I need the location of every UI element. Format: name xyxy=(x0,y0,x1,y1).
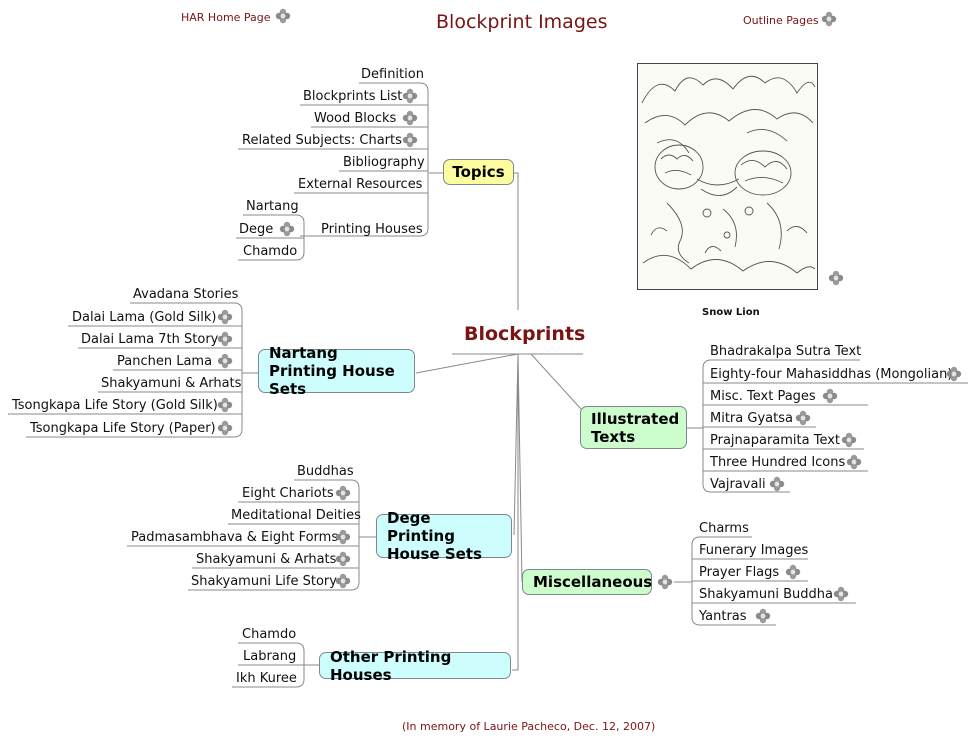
link-icon[interactable] xyxy=(402,110,418,126)
link-icon[interactable] xyxy=(833,586,849,602)
other-labrang[interactable]: Labrang xyxy=(243,649,297,664)
topic-bibliography[interactable]: Bibliography xyxy=(343,155,425,170)
link-icon[interactable] xyxy=(217,309,233,325)
link-icon[interactable] xyxy=(657,574,673,590)
other-ikh-kuree[interactable]: Ikh Kuree xyxy=(236,671,297,686)
link-icon[interactable] xyxy=(217,397,233,413)
nartang-panchen[interactable]: Panchen Lama xyxy=(117,354,213,369)
nartang-tsongkapa-paper[interactable]: Tsongkapa Life Story (Paper) xyxy=(30,421,216,436)
illus-bhadrakalpa[interactable]: Bhadrakalpa Sutra Text xyxy=(710,344,862,359)
snow-lion-image[interactable] xyxy=(637,63,818,290)
link-icon[interactable] xyxy=(828,270,844,286)
topics-node[interactable]: Topics xyxy=(443,159,514,185)
misc-yantras[interactable]: Yantras xyxy=(699,609,747,624)
har-home-link[interactable]: HAR Home Page xyxy=(181,11,271,24)
other-houses-node[interactable]: Other Printing Houses xyxy=(319,648,511,684)
dege-eight-chariots[interactable]: Eight Chariots xyxy=(242,486,334,501)
link-icon[interactable] xyxy=(946,366,962,382)
misc-prayer-flags[interactable]: Prayer Flags xyxy=(699,565,780,580)
link-icon[interactable] xyxy=(335,573,351,589)
link-icon[interactable] xyxy=(335,529,351,545)
topic-blockprints-list[interactable]: Blockprints List xyxy=(303,89,403,104)
dege-buddhas[interactable]: Buddhas xyxy=(297,464,354,479)
printing-house-nartang[interactable]: Nartang xyxy=(246,199,299,214)
dege-shakyamuni-life[interactable]: Shakyamuni Life Story xyxy=(191,574,337,589)
link-icon[interactable] xyxy=(335,485,351,501)
topic-wood-blocks[interactable]: Wood Blocks xyxy=(314,111,397,126)
link-icon[interactable] xyxy=(217,353,233,369)
misc-shakyamuni-buddha[interactable]: Shakyamuni Buddha xyxy=(699,587,833,602)
link-icon[interactable] xyxy=(402,132,418,148)
page-title: Blockprint Images xyxy=(436,11,608,33)
link-icon[interactable] xyxy=(841,432,857,448)
link-icon[interactable] xyxy=(795,410,811,426)
nartang-tsongkapa-gold[interactable]: Tsongkapa Life Story (Gold Silk) xyxy=(12,398,218,413)
illus-vajravali[interactable]: Vajravali xyxy=(710,477,766,492)
nartang-dalai-7th[interactable]: Dalai Lama 7th Story xyxy=(81,332,219,347)
nartang-avadana[interactable]: Avadana Stories xyxy=(133,287,239,302)
topic-printing-houses[interactable]: Printing Houses xyxy=(321,222,423,237)
misc-charms[interactable]: Charms xyxy=(699,521,749,536)
memorial-footer: (In memory of Laurie Pacheco, Dec. 12, 2… xyxy=(402,720,656,733)
link-icon[interactable] xyxy=(335,551,351,567)
printing-house-chamdo[interactable]: Chamdo xyxy=(243,244,298,259)
nartang-dalai-gold[interactable]: Dalai Lama (Gold Silk) xyxy=(72,310,217,325)
link-icon[interactable] xyxy=(755,608,771,624)
link-icon[interactable] xyxy=(275,8,291,24)
illus-misc-text[interactable]: Misc. Text Pages xyxy=(710,389,816,404)
nartang-sets-node[interactable]: Nartang Printing House Sets xyxy=(258,344,415,398)
printing-house-dege[interactable]: Dege xyxy=(239,222,274,237)
image-caption: Snow Lion xyxy=(702,307,760,318)
illus-mitra-gyatsa[interactable]: Mitra Gyatsa xyxy=(710,411,793,426)
link-icon[interactable] xyxy=(821,11,837,27)
link-icon[interactable] xyxy=(769,476,785,492)
dege-padmasambhava[interactable]: Padmasambhava & Eight Forms xyxy=(131,530,339,545)
topic-external-resources[interactable]: External Resources xyxy=(298,177,423,192)
central-topic: Blockprints xyxy=(464,323,586,345)
link-icon[interactable] xyxy=(279,221,295,237)
link-icon[interactable] xyxy=(217,420,233,436)
dege-meditational-deities[interactable]: Meditational Deities xyxy=(231,508,361,523)
link-icon[interactable] xyxy=(785,564,801,580)
illus-prajnaparamita[interactable]: Prajnaparamita Text xyxy=(710,433,841,448)
link-icon[interactable] xyxy=(846,454,862,470)
link-icon[interactable] xyxy=(822,388,838,404)
nartang-shakyamuni-arhats[interactable]: Shakyamuni & Arhats xyxy=(101,376,242,391)
link-icon[interactable] xyxy=(402,88,418,104)
outline-pages-link[interactable]: Outline Pages xyxy=(743,14,819,27)
illustrated-texts-node[interactable]: Illustrated Texts xyxy=(580,406,687,449)
other-chamdo[interactable]: Chamdo xyxy=(242,627,297,642)
miscellaneous-node[interactable]: Miscellaneous xyxy=(522,569,652,595)
dege-sets-node[interactable]: Dege Printing House Sets xyxy=(376,509,512,563)
misc-funerary[interactable]: Funerary Images xyxy=(699,543,809,558)
topic-definition[interactable]: Definition xyxy=(361,67,424,82)
dege-shakyamuni-arhats[interactable]: Shakyamuni & Arhats xyxy=(196,552,337,567)
link-icon[interactable] xyxy=(217,331,233,347)
illus-mahasiddhas[interactable]: Eighty-four Mahasiddhas (Mongolian) xyxy=(710,367,953,382)
topic-related-charts[interactable]: Related Subjects: Charts xyxy=(242,133,402,148)
illus-three-hundred[interactable]: Three Hundred Icons xyxy=(710,455,846,470)
